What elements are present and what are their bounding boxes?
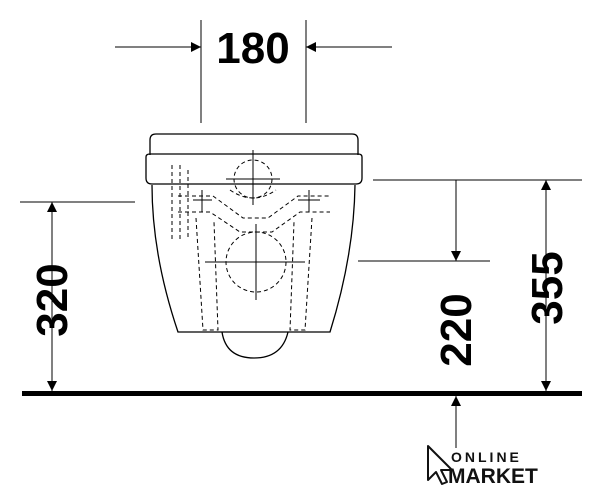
dimension-left-height bbox=[20, 201, 135, 391]
dimension-width bbox=[115, 20, 392, 123]
toilet-outline bbox=[145, 133, 363, 359]
floor-line bbox=[22, 391, 582, 396]
center-lines bbox=[193, 150, 320, 300]
watermark-line2: MARKET bbox=[448, 465, 538, 488]
dimension-label-355: 355 bbox=[523, 251, 572, 324]
dimension-label-220: 220 bbox=[432, 293, 481, 366]
dimension-label-180: 180 bbox=[216, 24, 289, 73]
watermark-line1: ONLINE bbox=[451, 449, 522, 465]
hidden-lines bbox=[171, 159, 330, 331]
cursor-arrow-icon bbox=[427, 445, 453, 485]
online-market-watermark: ONLINE MARKET bbox=[427, 445, 538, 488]
dimension-label-320: 320 bbox=[28, 263, 77, 336]
